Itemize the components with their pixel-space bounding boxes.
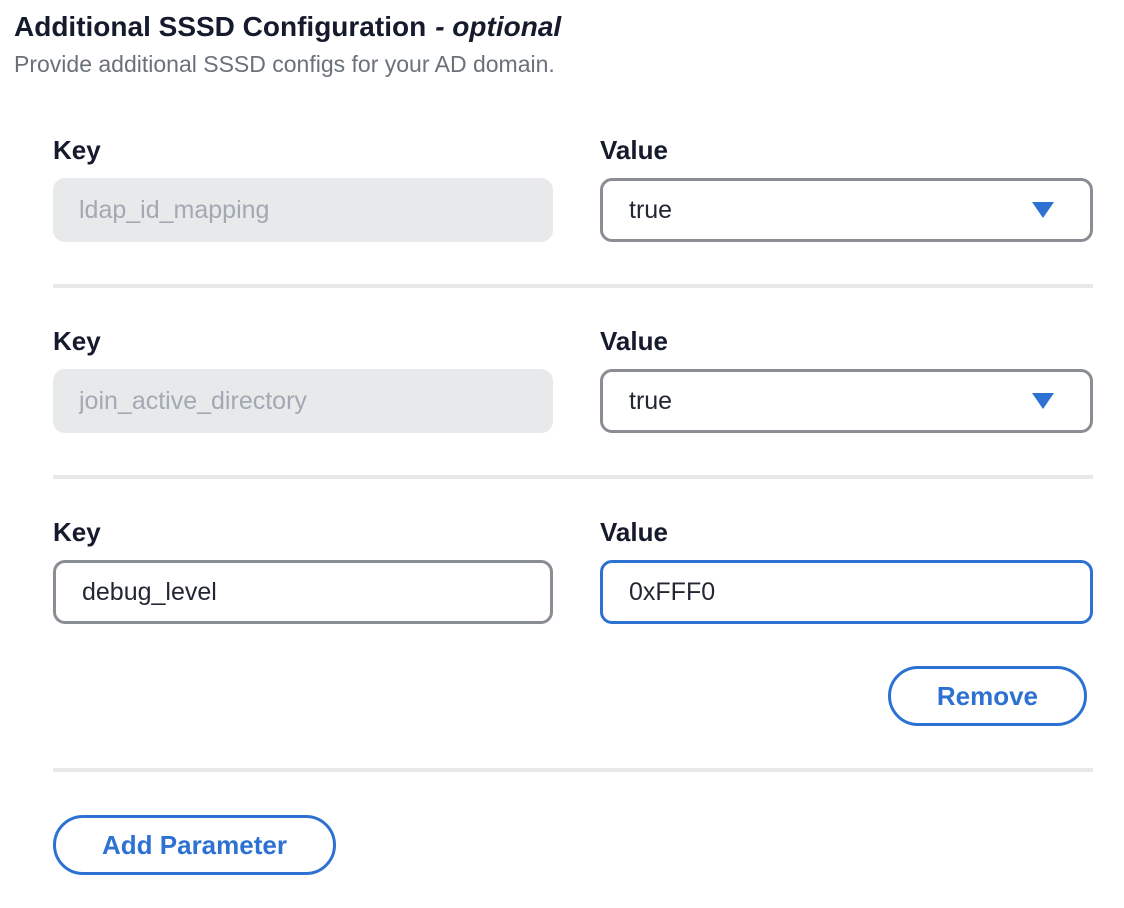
sssd-configuration-section: Additional SSSD Configuration- optional … bbox=[14, 10, 1124, 875]
parameter-row: Key Value bbox=[53, 517, 1093, 624]
add-row: Add Parameter bbox=[53, 815, 1093, 875]
value-dropdown-selected: true bbox=[629, 386, 673, 415]
caret-down-icon bbox=[1032, 393, 1054, 409]
section-title: Additional SSSD Configuration - optional bbox=[14, 10, 1124, 44]
divider bbox=[53, 475, 1093, 479]
divider bbox=[53, 768, 1093, 772]
section-title-text: Additional SSSD Configuration bbox=[14, 11, 427, 42]
key-label: Key bbox=[53, 326, 101, 356]
key-label: Key bbox=[53, 517, 101, 547]
section-subtitle: Provide additional SSSD configs for your… bbox=[14, 51, 555, 77]
add-parameter-button[interactable]: Add Parameter bbox=[53, 815, 336, 875]
value-label: Value bbox=[600, 135, 668, 165]
key-column: Key bbox=[53, 517, 553, 624]
value-dropdown[interactable]: true bbox=[600, 178, 1093, 242]
value-input[interactable] bbox=[600, 560, 1093, 624]
caret-down-icon bbox=[1032, 202, 1054, 218]
key-input[interactable] bbox=[53, 560, 553, 624]
parameters-form: Key Value true Key Value true bbox=[53, 135, 1093, 875]
value-dropdown[interactable]: true bbox=[600, 369, 1093, 433]
value-label: Value bbox=[600, 517, 668, 547]
key-input bbox=[53, 369, 553, 433]
value-column: Value bbox=[600, 517, 1093, 624]
value-column: Value true bbox=[600, 135, 1093, 242]
key-label: Key bbox=[53, 135, 101, 165]
key-input bbox=[53, 178, 553, 242]
key-column: Key bbox=[53, 135, 553, 242]
divider bbox=[53, 284, 1093, 288]
parameter-row: Key Value true bbox=[53, 326, 1093, 433]
value-dropdown-selected: true bbox=[629, 195, 673, 224]
key-column: Key bbox=[53, 326, 553, 433]
value-column: Value true bbox=[600, 326, 1093, 433]
parameter-row: Key Value true bbox=[53, 135, 1093, 242]
remove-row: Remove bbox=[53, 666, 1093, 726]
value-label: Value bbox=[600, 326, 668, 356]
remove-button[interactable]: Remove bbox=[887, 666, 1087, 726]
optional-suffix: - optional bbox=[435, 11, 562, 42]
